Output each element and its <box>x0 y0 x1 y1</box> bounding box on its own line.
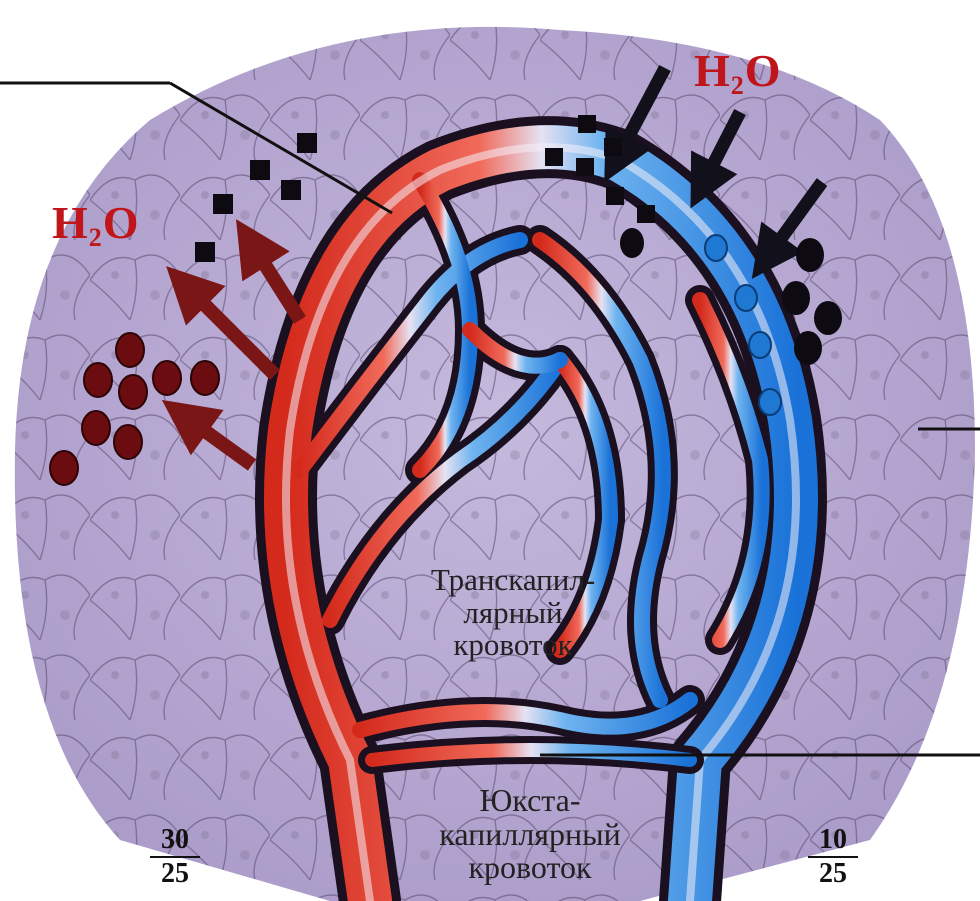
arterial-pressure-fraction: 30 25 <box>150 826 200 888</box>
arterial-pressure-denominator: 25 <box>150 858 200 888</box>
venous-pressure-denominator: 25 <box>808 858 858 888</box>
venous-pressure-fraction: 10 25 <box>808 826 858 888</box>
juxta-line-3: кровоток <box>395 851 665 885</box>
juxtacapillary-flow-label: Юкста- капиллярный кровоток <box>395 784 665 885</box>
arterial-pressure-numerator: 30 <box>150 826 200 858</box>
transcapillary-line-1: Транскапил- <box>398 564 628 597</box>
venous-pressure-numerator: 10 <box>808 826 858 858</box>
transcapillary-line-3: кровоток <box>398 629 628 662</box>
transcapillary-flow-label: Транскапил- лярный кровоток <box>398 564 628 662</box>
water-label-left: H2O <box>52 196 140 253</box>
water-label-right: H2O <box>694 44 782 101</box>
juxta-line-1: Юкста- <box>395 784 665 818</box>
juxta-line-2: капиллярный <box>395 818 665 852</box>
transcapillary-line-2: лярный <box>398 597 628 630</box>
